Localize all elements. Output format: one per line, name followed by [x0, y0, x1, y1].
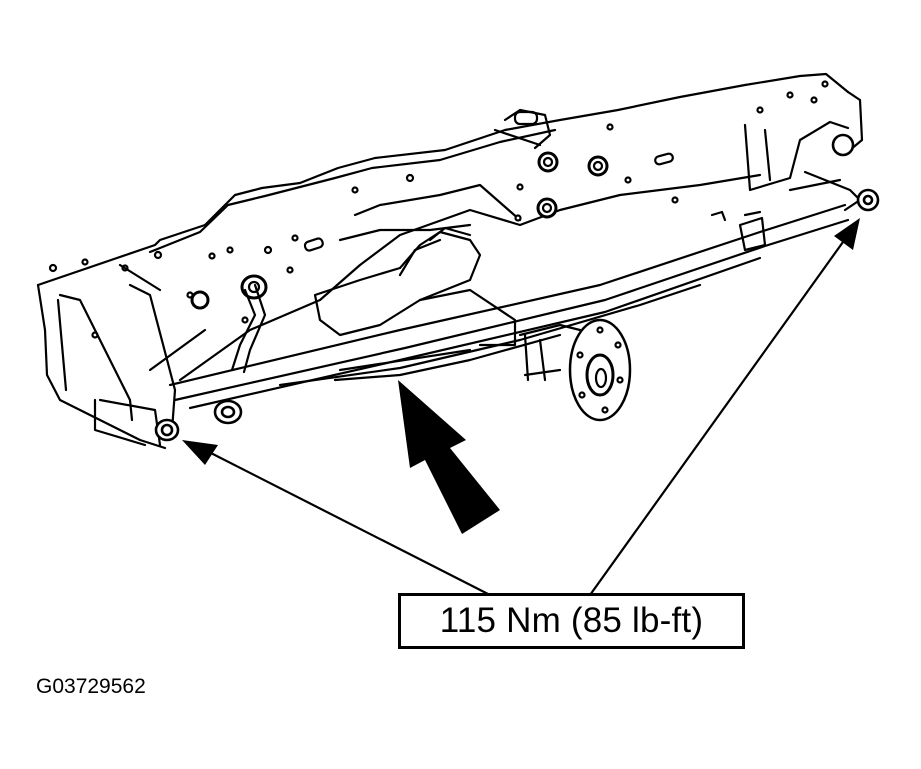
- front-spring-hanger: [58, 263, 177, 447]
- wheel-hub: [518, 318, 632, 422]
- shock-absorber: [230, 274, 268, 374]
- arrowhead-rear-icon: [834, 218, 860, 250]
- leader-line-front: [203, 448, 492, 597]
- torque-callout: 115 Nm (85 lb-ft): [398, 593, 745, 649]
- front-spring-bolt: [213, 399, 243, 425]
- view-direction-arrow-icon: [398, 380, 500, 534]
- figure-id: G03729562: [36, 675, 146, 698]
- spring-clip: [710, 210, 767, 252]
- rear-shackle-bolt: [831, 133, 880, 212]
- rear-axle: [313, 108, 552, 347]
- front-shackle-bolt: [154, 418, 180, 442]
- arrowhead-front-icon: [182, 440, 218, 465]
- leader-line-rear: [588, 233, 850, 597]
- leaf-spring: [168, 170, 862, 410]
- frame-rail: [36, 72, 864, 450]
- frame-holes: [48, 80, 829, 339]
